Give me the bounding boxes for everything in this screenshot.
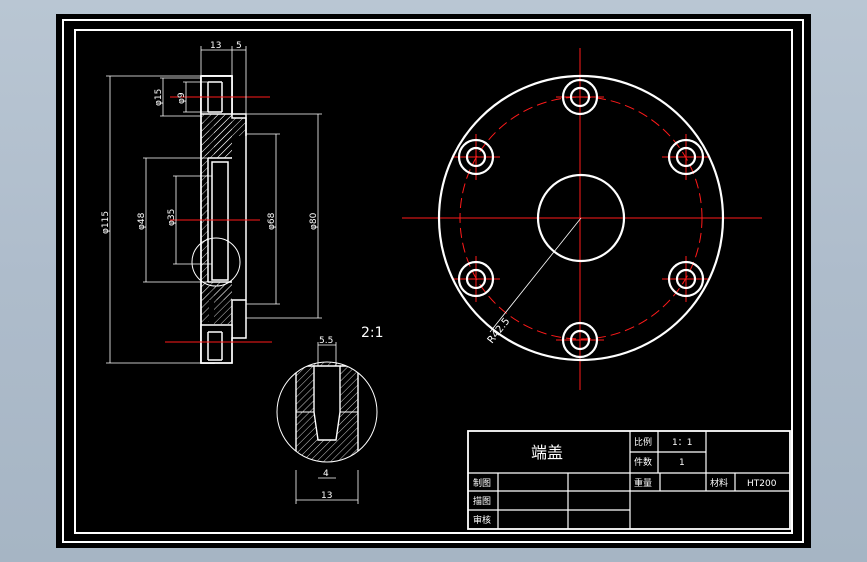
quantity-label: 件数	[634, 456, 652, 468]
section-centerlines	[165, 96, 272, 343]
dim-phi-15: φ15	[154, 89, 164, 106]
inner-border	[74, 29, 793, 534]
detail-dim-5-5: 5.5	[319, 336, 333, 346]
quantity-value: 1	[679, 458, 685, 468]
section-dimensions	[106, 46, 322, 364]
dim-13-top: 13	[210, 41, 221, 51]
title-block-text: 端盖 比例 1：1 件数 1 重量 材料 HT200 制图 描图 审核	[473, 436, 777, 526]
dim-phi-80: φ80	[309, 212, 319, 230]
drawing-sheet	[56, 14, 811, 548]
section-dimension-text: 13 5 φ15 φ9 φ115 φ48 φ35 φ68 φ80	[101, 41, 319, 234]
material-value: HT200	[747, 479, 777, 489]
detail-scale: 2:1	[361, 325, 384, 341]
dim-phi-9: φ9	[177, 92, 187, 104]
weight-label: 重量	[634, 477, 652, 489]
scale-value: 1：1	[672, 438, 692, 448]
detail-dim-13: 13	[321, 491, 332, 501]
material-label: 材料	[710, 477, 728, 489]
scale-label: 比例	[634, 436, 652, 448]
checked-by-label: 审核	[473, 514, 491, 526]
dim-phi-35: φ35	[167, 209, 177, 226]
flange-outer-circle	[437, 74, 725, 362]
part-name: 端盖	[531, 443, 563, 462]
dim-phi-48: φ48	[137, 212, 147, 230]
traced-by-label: 描图	[473, 495, 491, 507]
dim-5-top: 5	[236, 41, 242, 51]
outer-border	[62, 19, 804, 543]
detail-dim-4: 4	[323, 469, 329, 479]
section-view	[191, 75, 247, 364]
center-bore-circle	[536, 173, 626, 263]
front-view: R42.5	[402, 48, 762, 390]
drawn-by-label: 制图	[473, 477, 491, 489]
dim-phi-68: φ68	[267, 212, 277, 230]
dim-phi-115: φ115	[101, 211, 111, 234]
title-block	[467, 430, 791, 530]
